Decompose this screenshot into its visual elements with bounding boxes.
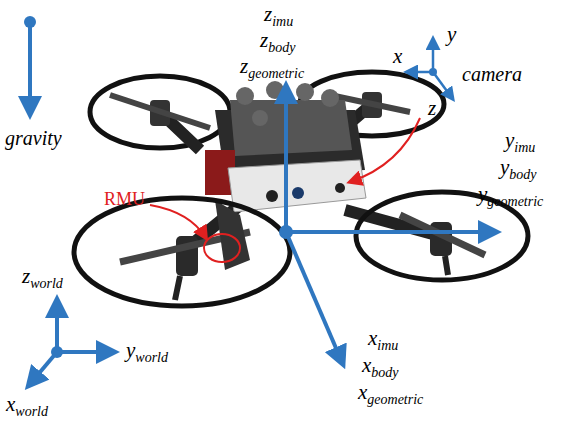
axis-label: zworld <box>22 266 63 291</box>
axis-label: ximu <box>368 328 398 353</box>
text-label: camera <box>462 64 522 84</box>
axis-label: zgeometric <box>240 56 304 81</box>
axis-label: ybody <box>500 157 537 182</box>
text-label: RMU <box>104 190 145 208</box>
axis-label: xbody <box>362 355 399 380</box>
axis-label: zbody <box>260 30 295 55</box>
axis-label: ygeometric <box>478 184 543 209</box>
axis-label: z <box>428 98 436 119</box>
axis-label: y <box>447 24 456 45</box>
text-label: gravity <box>5 128 62 148</box>
axis-label: yimu <box>505 130 535 155</box>
axis-label: zimu <box>264 4 293 29</box>
axis-label: xworld <box>6 394 48 419</box>
axis-label: x <box>393 46 402 67</box>
axis-label: xgeometric <box>358 382 423 407</box>
axis-label: yworld <box>126 340 168 365</box>
